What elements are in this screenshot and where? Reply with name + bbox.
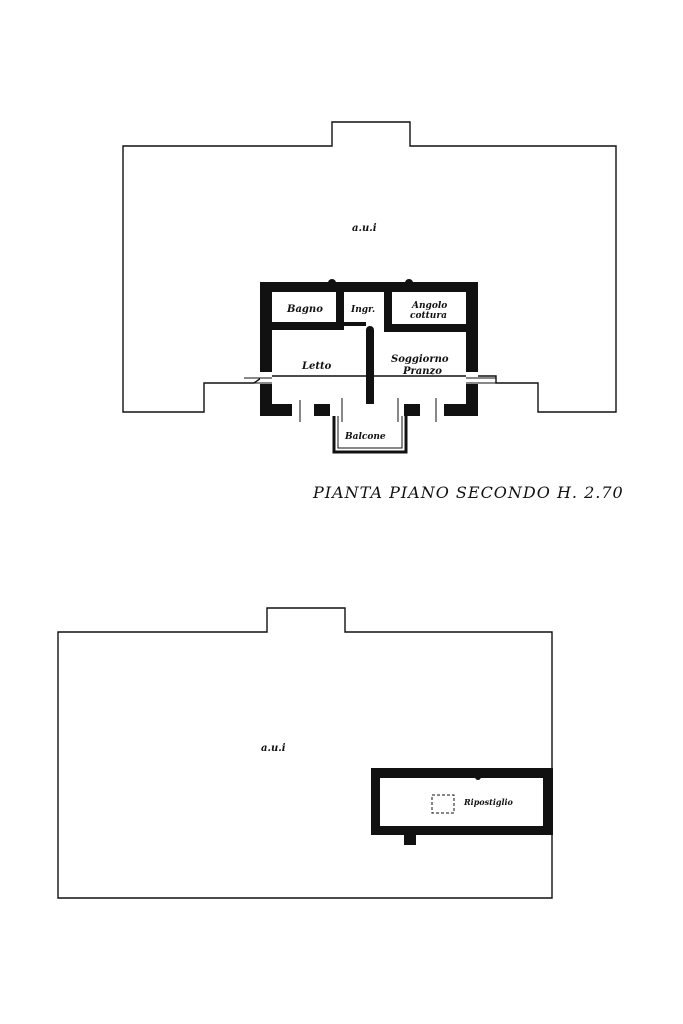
lower-area-label: a.u.i: [261, 743, 286, 754]
lower-floor-plan: a.u.i Ripostiglio: [57, 607, 553, 899]
balcony-outline: [332, 416, 408, 454]
room-soggiorno-label: Soggiorno: [391, 354, 449, 365]
upper-area-label: a.u.i: [352, 223, 377, 234]
room-letto-label: Letto: [301, 361, 332, 372]
lower-building-outline: [57, 607, 553, 899]
room-bagno-label: Bagno: [286, 304, 323, 315]
ripostiglio-walls: [371, 768, 553, 845]
plan-caption: PIANTA PIANO SECONDO H. 2.70: [312, 483, 624, 502]
room-ripostiglio-label: Ripostiglio: [463, 797, 514, 807]
room-pranzo-label: Pranzo: [402, 366, 442, 377]
room-ingresso-label: Ingr.: [350, 305, 375, 315]
dashed-fixture: [431, 794, 455, 814]
room-angolo-label: Angolo: [411, 301, 447, 311]
upper-building-outline: [122, 121, 617, 413]
room-cottura-label: cottura: [410, 311, 447, 321]
door-openings: [244, 372, 496, 422]
room-balcone-label: Balcone: [344, 432, 386, 442]
upper-floor-plan: a.u.i: [122, 121, 617, 454]
